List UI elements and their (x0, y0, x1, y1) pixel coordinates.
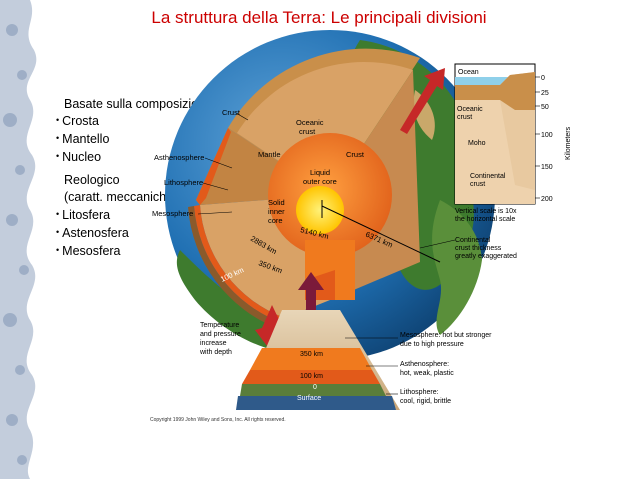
inset-axis-label: Kilometers (565, 126, 572, 160)
label-solid-2: inner (268, 207, 285, 216)
label-mantle: Mantle (258, 150, 281, 159)
crust-inset: Ocean Oceanic crust Moho Continental cru… (454, 63, 572, 260)
label-crust: Crust (222, 108, 241, 117)
inset-moho: Moho (468, 140, 486, 147)
rheology-items: Litosfera Astenosfera Mesosfera (56, 206, 129, 260)
label-liquid-2: outer core (303, 177, 337, 186)
copyright: Copyright 1999 John Wiley and Sons, Inc.… (150, 417, 286, 423)
tick-label: 100 (541, 132, 553, 139)
label-oceanic-crust-1: Oceanic (296, 118, 324, 127)
tick-label: 200 (541, 196, 553, 203)
tick-label: 25 (541, 90, 549, 97)
tick-label: 150 (541, 164, 553, 171)
label-solid-1: Solid (268, 198, 285, 207)
label-oceanic-crust-2: crust (299, 127, 316, 136)
inset-continental-1: Continental (470, 173, 506, 180)
thickness-2: crust thickness (455, 245, 502, 252)
wedge-350km: 350 km (300, 351, 323, 358)
label-lithosphere: Lithosphere (164, 178, 203, 187)
label-solid-3: core (268, 216, 283, 225)
label-liquid-1: Liquid (310, 168, 330, 177)
inset-continental-2: crust (470, 181, 485, 188)
inset-ocean: Ocean (458, 69, 479, 76)
meso-2: due to high pressure (400, 341, 464, 348)
label-asthenosphere: Asthenosphere (154, 153, 204, 162)
list-item: Crosta (56, 112, 109, 130)
list-item: Mesosfera (56, 242, 129, 260)
layer-wedge: Temperature and pressure increase with d… (150, 310, 492, 423)
list-item: Astenosfera (56, 224, 129, 242)
composition-items: Crosta Mantello Nucleo (56, 112, 109, 166)
temp-3: increase (200, 340, 227, 347)
cutaway-section (188, 48, 441, 329)
rheology-heading: Reologico (caratt. meccaniche): (64, 173, 181, 204)
tick-label: 50 (541, 104, 549, 111)
list-item: Nucleo (56, 148, 109, 166)
wedge-100km: 100 km (300, 373, 323, 380)
label-mesosphere: Mesosphere (152, 209, 193, 218)
meso-1: Mesosphere: hot but stronger (400, 332, 492, 339)
thickness-1: Continental (455, 237, 491, 244)
litho-1: Lithosphere: (400, 389, 439, 396)
astheno-1: Asthenosphere: (400, 361, 449, 368)
decorative-border (0, 0, 46, 479)
page-title: La struttura della Terra: Le principali … (151, 8, 487, 27)
list-item: Litosfera (56, 206, 129, 224)
litho-2: cool, rigid, brittle (400, 398, 451, 405)
composition-list: Basate sulla composizione: (64, 96, 215, 113)
inset-oceanic-1: Oceanic (457, 106, 483, 113)
wedge-zero: 0 (313, 384, 317, 391)
inset-oceanic-2: crust (457, 114, 472, 121)
scale-note-1: Vertical scale is 10x (455, 208, 517, 215)
scale-note-2: the horizontal scale (455, 216, 515, 223)
label-crust-right: Crust (346, 150, 365, 159)
thickness-3: greatly exaggerated (455, 253, 517, 260)
wedge-surface: Surface (297, 395, 321, 402)
temp-1: Temperature (200, 322, 239, 329)
temp-2: and pressure (200, 331, 241, 338)
composition-heading: Basate sulla composizione: (64, 97, 216, 111)
list-item: Mantello (56, 130, 109, 148)
astheno-2: hot, weak, plastic (400, 370, 454, 377)
temp-4: with depth (199, 349, 232, 356)
tick-label: 0 (541, 75, 545, 82)
